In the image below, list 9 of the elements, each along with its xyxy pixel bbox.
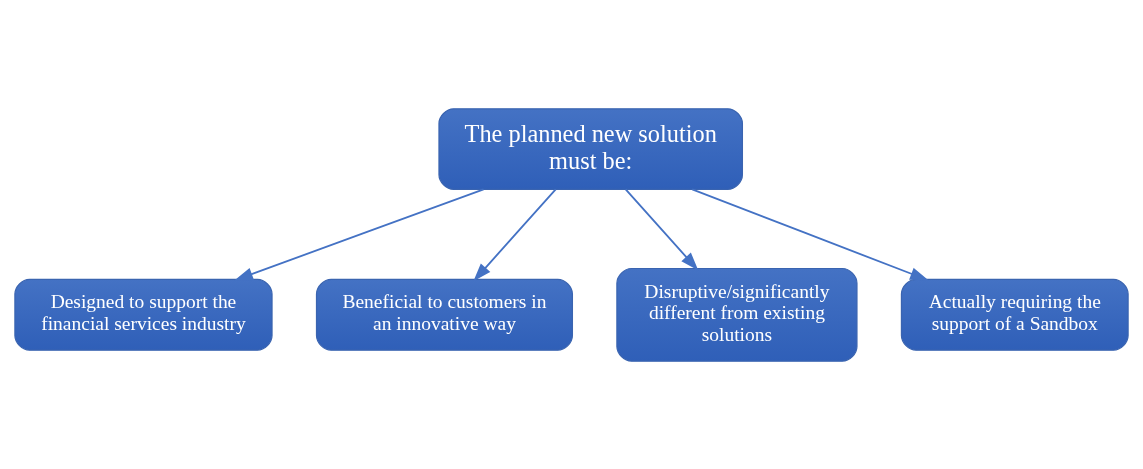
node-box: Beneficial to customers in an innovative way: [315, 278, 573, 351]
node-box: Disruptive/significantly different from existing solutions: [616, 267, 858, 362]
node-box: The planned new solution must be:: [438, 107, 743, 190]
node-box: Actually requiring the support of a Sandbox: [900, 278, 1129, 351]
node-box: Designed to support the financial services industry: [14, 278, 273, 351]
arrow: [624, 188, 699, 270]
arrow: [234, 188, 485, 280]
arrow: [473, 188, 557, 281]
arrow: [691, 188, 929, 280]
